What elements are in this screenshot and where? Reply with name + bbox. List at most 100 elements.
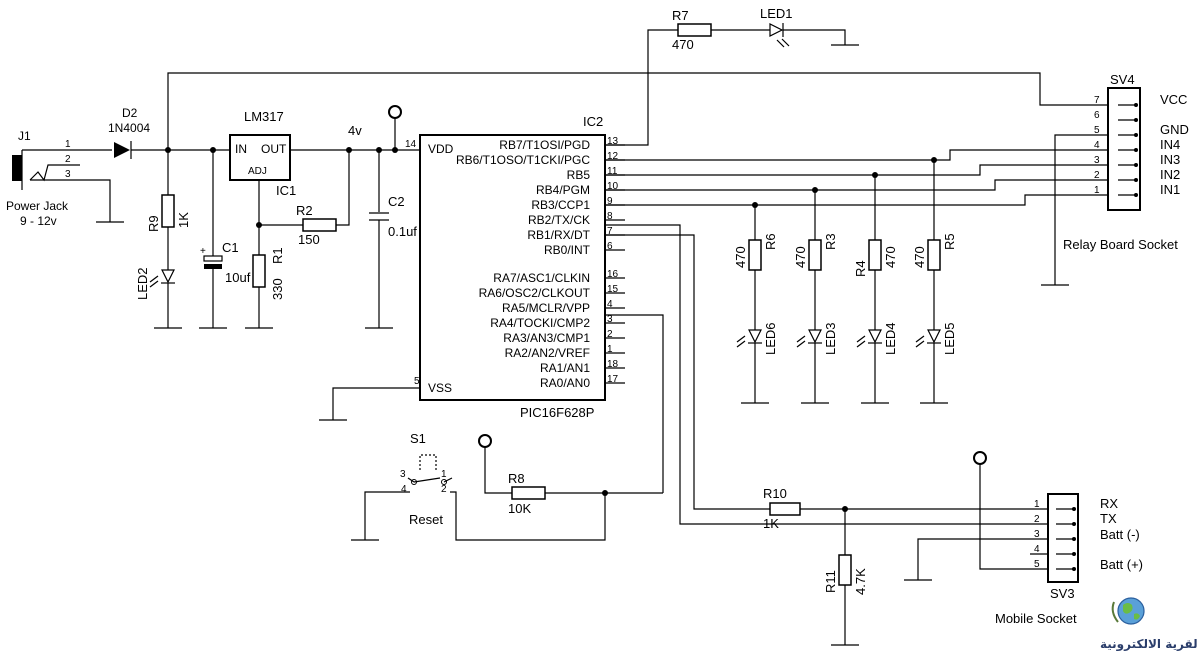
ic2-pin-number: 4 [607, 299, 613, 310]
sv4-label-in1: IN1 [1160, 182, 1180, 197]
svg-text:LED3: LED3 [823, 322, 838, 355]
svg-text:R5: R5 [942, 233, 957, 250]
resistor-r1 [252, 254, 266, 288]
ic2-pin-name: RB2/TX/CK [528, 213, 590, 227]
vdd-symbol-r8 [478, 434, 492, 448]
ic2-pin-number: 2 [607, 329, 613, 340]
r1-value: 330 [270, 278, 285, 300]
sv4-title: Relay Board Socket [1063, 237, 1178, 252]
ic2-pin: RB7/T1OSI/PGD 13 [499, 136, 625, 152]
led-column-r3-led3: 470 R3 LED3 [793, 190, 838, 404]
led-led1: LED1 [760, 6, 793, 48]
svg-text:470: 470 [912, 246, 927, 268]
j1-pin3: 3 [65, 169, 71, 180]
sv4-pin-number: 4 [1094, 140, 1100, 151]
resistor-r7 [677, 23, 712, 37]
c1-value: 10uf [225, 270, 251, 285]
j1-desc1: Power Jack [6, 199, 69, 213]
sv3-pin-number: 5 [1034, 559, 1040, 570]
d2-value: 1N4004 [108, 121, 150, 135]
ic2-pin-name: RA7/ASC1/CLKIN [493, 271, 590, 285]
ic2-pin-name: RB6/T1OSO/T1CKI/PGC [456, 153, 590, 167]
ic2-pin-name: RB1/RX/DT [527, 228, 590, 242]
sv3-pin-number: 2 [1034, 514, 1040, 525]
node-4v: 4v [348, 123, 362, 138]
sv4-pin-number: 3 [1094, 155, 1100, 166]
ic2-pin-name: RB7/T1OSI/PGD [499, 138, 590, 152]
svg-text:2: 2 [441, 484, 447, 495]
sv4-label-vcc: VCC [1160, 92, 1187, 107]
sv3-pin: 2 [1034, 514, 1076, 526]
sv4-pin: 6 [1094, 110, 1138, 122]
ic2-pin-number: 7 [607, 226, 613, 237]
ic2-pin-name: RA3/AN3/CMP1 [503, 331, 590, 345]
r11-ref: R11 [823, 570, 838, 593]
svg-text:R4: R4 [853, 260, 868, 277]
led-led2: LED2 [135, 267, 175, 300]
regulator-ic1: LM317 IN OUT ADJ IC1 [229, 109, 296, 198]
sv3-label-batt-neg: Batt (-) [1100, 527, 1140, 542]
sv4-pin: 4 [1094, 140, 1138, 152]
sv3-label-rx: RX [1100, 496, 1118, 511]
ic2-pin-number: 3 [607, 314, 613, 325]
r9-value: 1K [176, 212, 191, 228]
ic1-pin-adj: ADJ [248, 166, 267, 177]
led-column-r5-led5: 470 R5 LED5 [912, 160, 957, 404]
watermark-text: القرية الالكترونية [1100, 637, 1198, 652]
led2-ref: LED2 [135, 267, 150, 300]
svg-text:470: 470 [883, 246, 898, 268]
s1-label: Reset [409, 512, 443, 527]
j1-ref: J1 [18, 129, 31, 143]
sv4-pin: 5 [1094, 125, 1138, 137]
ic2-pin-number: 10 [607, 181, 619, 192]
vdd-symbol-top [388, 105, 402, 153]
svg-text:R6: R6 [763, 233, 778, 250]
sv4-pin: 1 [1094, 185, 1138, 197]
switch-s1: S1 3 4 1 2 Reset [400, 431, 453, 527]
ic2-pin-name: RB5 [567, 168, 591, 182]
j1-pin2: 2 [65, 154, 71, 165]
sv4-label-in3: IN3 [1160, 152, 1180, 167]
c2-ref: C2 [388, 194, 405, 209]
svg-text:R3: R3 [823, 233, 838, 250]
resistor-r10 [769, 502, 801, 516]
svg-text:470: 470 [733, 246, 748, 268]
ic1-ref: IC1 [276, 183, 296, 198]
led-column-r6-led6: 470 R6 LED6 [733, 205, 778, 404]
ic2-vdd-num: 14 [405, 139, 417, 150]
ic2-pin-number: 16 [607, 269, 619, 280]
svg-text:LED6: LED6 [763, 322, 778, 355]
ic2-pin-name: RB4/PGM [536, 183, 590, 197]
d2-ref: D2 [122, 106, 138, 120]
ic2-pin-number: 1 [607, 344, 613, 355]
sv4-pin: 2 [1094, 170, 1138, 182]
sv3-pin-number: 1 [1034, 499, 1040, 510]
sv4-pin-number: 2 [1094, 170, 1100, 181]
ic1-name: LM317 [244, 109, 284, 124]
r9-ref: R9 [146, 215, 161, 232]
ic2-pin-name: RA5/MCLR/VPP [502, 301, 590, 315]
ic2-pin-name: RA2/AN2/VREF [505, 346, 590, 360]
power-jack-j1: J1 Power Jack 9 - 12v 1 2 3 [6, 129, 71, 228]
ic2-part: PIC16F628P [520, 405, 594, 420]
diode-d2: D2 1N4004 [108, 106, 150, 159]
ic2-pin-number: 17 [607, 374, 619, 385]
ic2-pin-number: 13 [607, 136, 619, 147]
mcu-ic2: IC2 PIC16F628P VDD VSS 14 5 RB7/T1OSI/PG… [405, 114, 625, 420]
ic2-pin-name: RB0/INT [544, 243, 591, 257]
c2-value: 0.1uf [388, 224, 417, 239]
r7-ref: R7 [672, 8, 689, 23]
resistor-r11 [838, 554, 852, 586]
r2-ref: R2 [296, 203, 313, 218]
globe-icon [1111, 597, 1145, 625]
ic2-pin: RA3/AN3/CMP1 2 [503, 329, 625, 345]
sv3-pin-number: 4 [1034, 544, 1040, 555]
sv4-ref: SV4 [1110, 72, 1135, 87]
r1-ref: R1 [270, 247, 285, 264]
ic2-vss-num: 5 [414, 376, 420, 387]
